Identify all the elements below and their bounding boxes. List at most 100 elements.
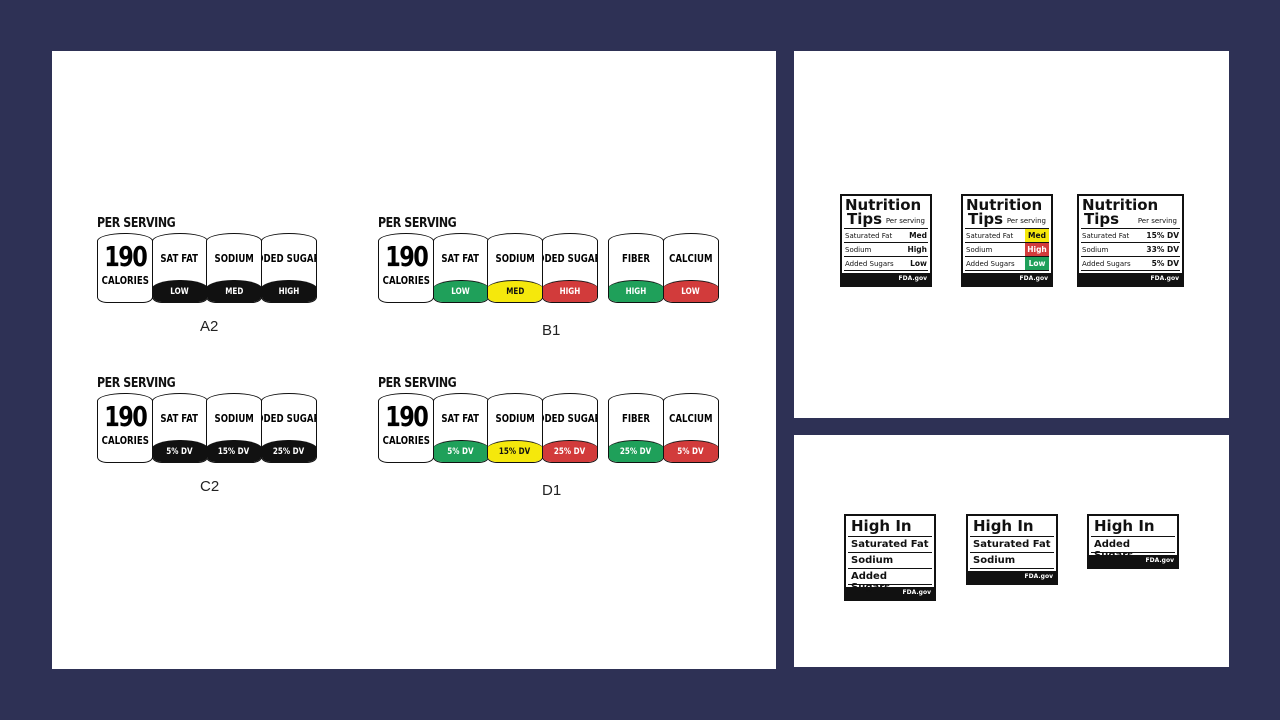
nutrient-level-badge: 5% DV	[433, 440, 488, 462]
nutrient-level-badge: MED	[488, 280, 542, 302]
fda-footer: FDA.gov	[1079, 273, 1182, 285]
nutrient-name: CALCIUM	[668, 252, 713, 265]
nutrient-cell: SAT FAT LOW	[151, 233, 208, 303]
fop-labels-panel	[52, 51, 776, 669]
nutrient-level: 5% DV	[447, 446, 474, 457]
nutrient-name: Saturated Fat	[845, 231, 893, 240]
nutrient-level: 25% DV	[272, 446, 305, 457]
nutrient-name: FIBER	[621, 412, 651, 425]
nutrient-name: ADDED SUGARS	[543, 252, 597, 265]
fda-footer: FDA.gov	[968, 571, 1056, 583]
nutrient-name: Saturated Fat	[1082, 231, 1130, 240]
high-in-item: Added Sugars	[1091, 537, 1175, 561]
tips-title: Nutrition	[1082, 196, 1159, 214]
nutrient-cell: ADDED SUGARS25% DV	[541, 393, 598, 463]
nutrient-value: 15% DV	[1146, 231, 1179, 240]
nutrient-name: SODIUM	[214, 412, 254, 425]
nutrient-name: Sodium	[1082, 245, 1109, 254]
nutrient-level: HIGH	[559, 286, 580, 297]
calories-value: 190	[104, 400, 148, 433]
nutrient-level-badge: 15% DV	[488, 440, 542, 462]
nutrient-name: SAT FAT	[160, 412, 199, 425]
nutrient-cell: CALCIUM LOW	[662, 233, 719, 303]
nutrient-level-badge: 5% DV	[663, 440, 718, 462]
nutrient-value: 33% DV	[1146, 245, 1179, 254]
nutrient-level-badge: 25% DV	[542, 440, 597, 462]
nutrient-level-badge: LOW	[663, 280, 718, 302]
high-in-title: High In	[848, 516, 932, 537]
nutrient-cell: ADDED SUGARS HIGH	[260, 233, 317, 303]
label-caption: D1	[542, 482, 562, 499]
nutrient-level: 5% DV	[166, 446, 193, 457]
nutrient-level-badge: HIGH	[261, 280, 316, 302]
nutrient-name: SAT FAT	[160, 252, 199, 265]
nutrient-cell: CALCIUM 5% DV	[662, 393, 719, 463]
nutrient-name: Added Sugars	[966, 259, 1015, 268]
tips-row: Saturated Fat Med	[844, 229, 928, 243]
nutrient-cell: ADDED SUGARS 25% DV	[260, 393, 317, 463]
nutrient-name: SODIUM	[495, 252, 535, 265]
nutrient-name: Added Sugars	[1082, 259, 1131, 268]
nutrient-name: Added Sugars	[845, 259, 894, 268]
nutrient-level: LOW	[170, 286, 189, 297]
high-in-title: High In	[970, 516, 1054, 537]
fda-footer: FDA.gov	[846, 587, 934, 599]
nutrient-value: Med	[909, 231, 927, 240]
nutrient-level-badge: 5% DV	[152, 440, 207, 462]
label-caption: A2	[200, 318, 219, 335]
nutrient-level-badge: HIGH	[542, 280, 597, 302]
nutrient-cell: SODIUM 15% DV	[206, 393, 262, 463]
tips-title-2: Tips	[968, 210, 1004, 228]
nutrient-level: 15% DV	[218, 446, 250, 457]
nutrient-name: Sodium	[966, 245, 993, 254]
nutrient-level-badge: LOW	[152, 280, 207, 302]
calories-label: CALORIES	[101, 434, 149, 447]
high-in-item: Sodium	[848, 553, 932, 569]
tips-title: Nutrition	[845, 196, 922, 214]
high-in-item: Added Sugars	[848, 569, 932, 593]
calories-value: 190	[104, 240, 148, 273]
tips-row: Sodium High	[844, 243, 928, 257]
per-serving-heading: PER SERVING	[97, 376, 176, 391]
nutrient-level-badge: LOW	[433, 280, 488, 302]
nutrient-value: Low	[910, 259, 927, 268]
nutrient-name: CALCIUM	[668, 412, 713, 425]
calories-value: 190	[385, 240, 429, 273]
high-in-item: Saturated Fat	[970, 537, 1054, 553]
nutrient-value: High	[907, 245, 927, 254]
tips-title-2: Tips	[1084, 210, 1120, 228]
nutrient-name: SODIUM	[495, 412, 535, 425]
nutrient-name: ADDED SUGARS	[262, 412, 316, 425]
nutrient-cell: SAT FAT 5% DV	[151, 393, 208, 463]
nutrient-level: HIGH	[278, 286, 299, 297]
nutrient-name: ADDED SUGARS	[262, 252, 316, 265]
calories-label: CALORIES	[382, 434, 430, 447]
calories-value: 190	[385, 400, 429, 433]
nutrient-name: SODIUM	[214, 252, 254, 265]
spacer	[596, 393, 608, 463]
nutrient-level: MED	[224, 286, 244, 297]
nutrient-level: 15% DV	[499, 446, 531, 457]
high-in-item: Sodium	[970, 553, 1054, 569]
nutrient-name: SAT FAT	[441, 252, 480, 265]
nutrient-level: LOW	[681, 286, 700, 297]
per-serving: Per serving	[1006, 217, 1046, 225]
nutrient-value: Med	[1025, 229, 1049, 242]
tips-title-2: Tips	[847, 210, 883, 228]
nutrient-name: Sodium	[845, 245, 872, 254]
